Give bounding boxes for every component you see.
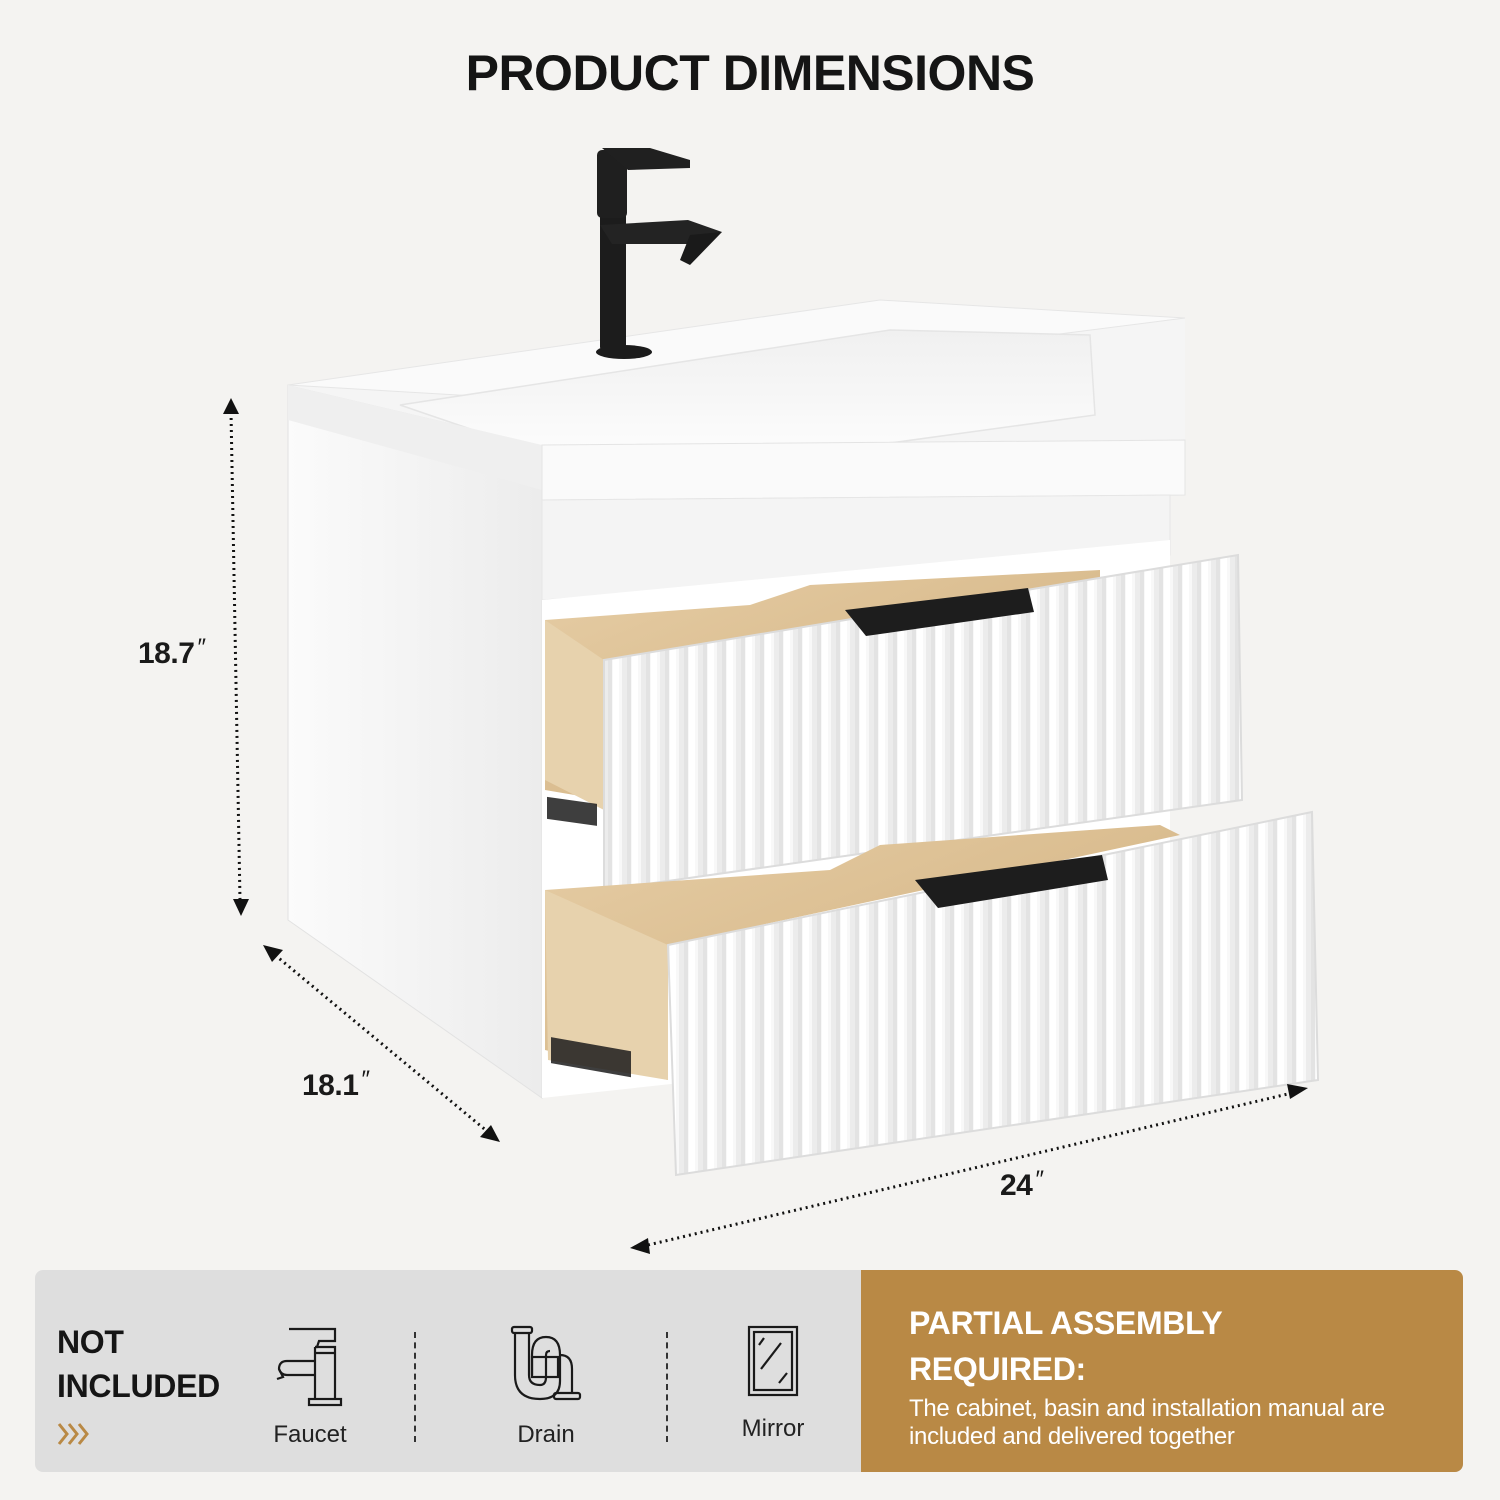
width-unit: ″ — [1034, 1166, 1043, 1193]
page-title: PRODUCT DIMENSIONS — [465, 45, 1035, 101]
faucet-label: Faucet — [273, 1421, 347, 1448]
faucet-icon — [276, 1327, 343, 1407]
mirror-icon — [747, 1325, 799, 1397]
height-unit: ″ — [196, 634, 205, 661]
assembly-description: The cabinet, basin and installation manu… — [909, 1395, 1385, 1450]
depth-dimension-label: 18.1″ — [302, 1066, 369, 1103]
depth-value: 18.1 — [302, 1069, 359, 1102]
height-dimension-label: 18.7″ — [138, 634, 205, 671]
not-included-panel: NOT INCLUDED Faucet — [35, 1270, 861, 1472]
chevrons-right-icon — [57, 1423, 89, 1445]
drain-label: Drain — [517, 1421, 575, 1448]
divider — [414, 1332, 416, 1442]
width-dimension-label: 24″ — [1000, 1166, 1043, 1203]
divider — [666, 1332, 668, 1442]
width-value: 24 — [1000, 1169, 1033, 1202]
not-included-item-faucet: Faucet — [240, 1325, 380, 1455]
info-banner: NOT INCLUDED Faucet — [35, 1270, 1463, 1472]
drain-icon — [510, 1325, 582, 1401]
vanity-illustration — [223, 148, 1320, 1254]
not-included-item-mirror: Mirror — [703, 1325, 843, 1455]
not-included-title: NOT INCLUDED — [57, 1324, 220, 1404]
faucet-illustration — [596, 148, 722, 359]
height-value: 18.7 — [138, 637, 195, 670]
not-included-item-drain: Drain — [476, 1325, 616, 1455]
assembly-title: PARTIAL ASSEMBLY REQUIRED: — [909, 1305, 1223, 1387]
depth-unit: ″ — [360, 1066, 369, 1093]
assembly-panel: PARTIAL ASSEMBLY REQUIRED: The cabinet, … — [861, 1270, 1463, 1472]
mirror-label: Mirror — [741, 1415, 805, 1442]
